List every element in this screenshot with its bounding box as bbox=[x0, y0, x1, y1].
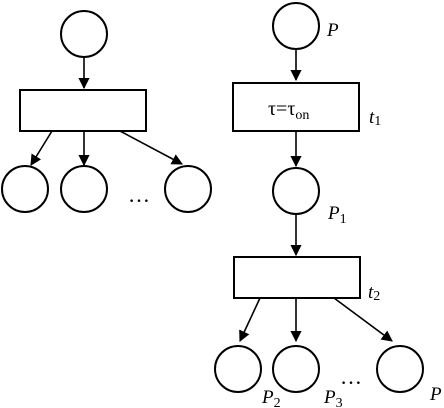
label-p1: P1 bbox=[327, 203, 347, 227]
transition-t2 bbox=[233, 256, 361, 299]
place-p2 bbox=[214, 345, 262, 393]
left-arc-3 bbox=[119, 130, 183, 165]
label-p-top: P bbox=[326, 20, 339, 41]
label-p-last: P bbox=[429, 384, 442, 405]
guard-tau: τ bbox=[268, 98, 276, 120]
left-bottom-place-2 bbox=[60, 165, 108, 213]
left-net: … bbox=[1, 10, 212, 213]
label-p2: P2 bbox=[261, 387, 281, 408]
right-ellipsis: … bbox=[340, 364, 362, 389]
place-last bbox=[376, 345, 424, 393]
place-p3 bbox=[272, 345, 320, 393]
label-p3: P3 bbox=[323, 387, 343, 408]
left-transition bbox=[19, 89, 147, 132]
arc-t2-to-plast bbox=[333, 297, 393, 342]
label-t1: t1 bbox=[369, 107, 381, 129]
guard-label: τ=τon bbox=[268, 98, 309, 123]
left-top-place bbox=[60, 10, 108, 58]
label-t2: t2 bbox=[368, 282, 380, 304]
transition-t1 bbox=[232, 82, 360, 132]
left-ellipsis: … bbox=[128, 182, 150, 207]
right-top-place bbox=[272, 2, 320, 50]
guard-eq: =τ bbox=[276, 98, 295, 120]
right-net: P τ=τon t1 P1 t2 … P2 bbox=[214, 2, 442, 408]
left-arc-1 bbox=[30, 130, 53, 166]
left-bottom-place-1 bbox=[1, 165, 49, 213]
arc-t2-to-p2 bbox=[239, 297, 261, 343]
place-p1 bbox=[272, 167, 320, 215]
left-bottom-place-3 bbox=[164, 165, 212, 213]
guard-sub: on bbox=[295, 108, 309, 123]
